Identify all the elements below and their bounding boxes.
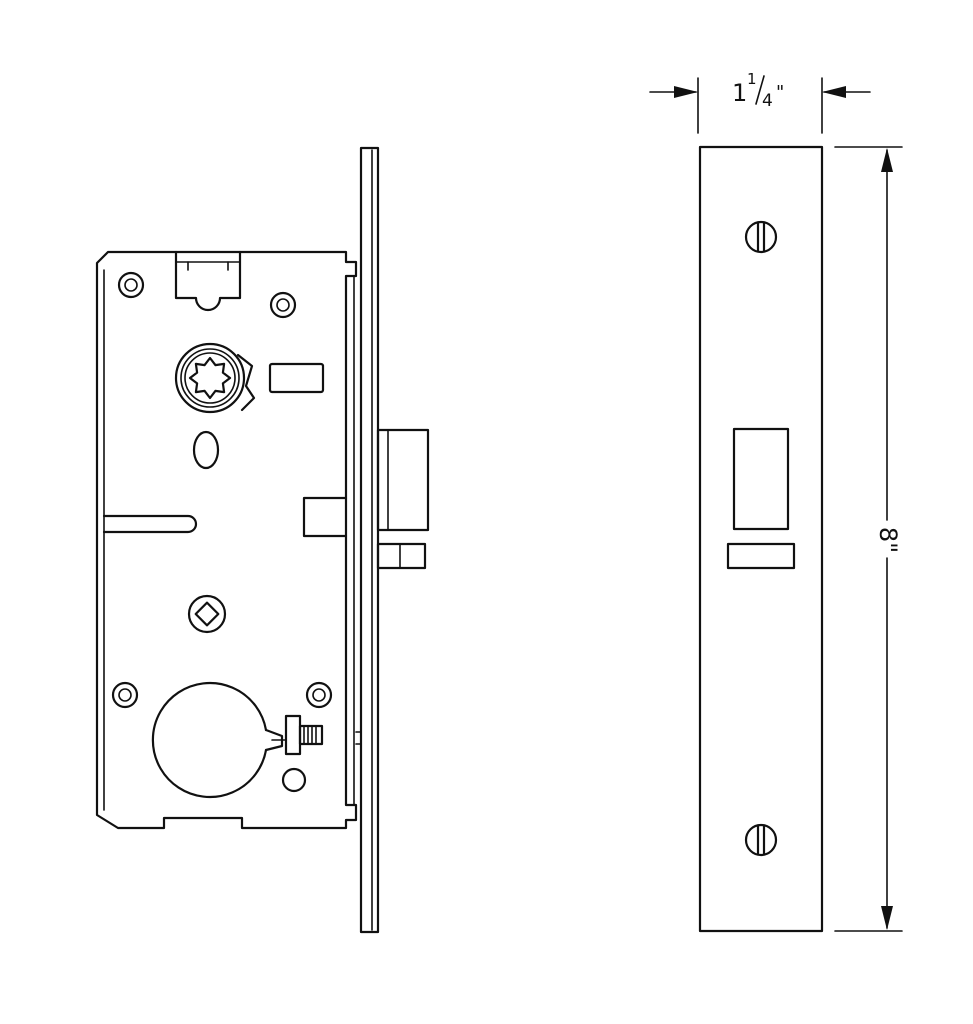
cylinder-set-screw bbox=[271, 714, 324, 756]
auxiliary-latch bbox=[376, 542, 427, 570]
screw-hole-top-right bbox=[269, 291, 297, 319]
faceplate-edge bbox=[359, 146, 380, 934]
top-notch bbox=[174, 250, 242, 312]
latch-opening bbox=[726, 542, 796, 570]
small-hole bbox=[281, 767, 307, 793]
screw-hole-bottom-left bbox=[111, 681, 139, 709]
screw-hole-bottom-right bbox=[305, 681, 333, 709]
width-unit: " bbox=[776, 82, 784, 103]
cylinder-hole bbox=[151, 681, 284, 799]
faceplate bbox=[698, 145, 824, 933]
width-numerator: 1 bbox=[747, 70, 757, 88]
faceplate-screw-bottom bbox=[744, 823, 778, 857]
spindle-hub bbox=[174, 342, 256, 414]
hub-slot bbox=[268, 362, 325, 394]
screw-hole-top-left bbox=[117, 271, 145, 299]
star-spindle-icon bbox=[188, 356, 232, 400]
long-slot bbox=[102, 514, 198, 534]
fraction-slash bbox=[755, 75, 765, 105]
faceplate-front-view bbox=[698, 145, 824, 933]
deadbolt-opening bbox=[732, 427, 790, 531]
height-label: 8" bbox=[874, 527, 902, 553]
lock-body-side-view bbox=[95, 146, 430, 934]
width-whole: 1 bbox=[732, 79, 747, 107]
lock-case bbox=[95, 250, 358, 830]
thumbturn-hub bbox=[187, 594, 227, 634]
width-denominator: 4 bbox=[762, 91, 773, 111]
deadbolt bbox=[376, 428, 430, 532]
width-dimension: 1 1 4 " bbox=[649, 70, 871, 134]
oval-hole bbox=[192, 430, 220, 470]
height-dimension: 8" bbox=[834, 146, 903, 932]
faceplate-screw-top bbox=[744, 220, 778, 254]
latch-tab bbox=[302, 496, 348, 538]
